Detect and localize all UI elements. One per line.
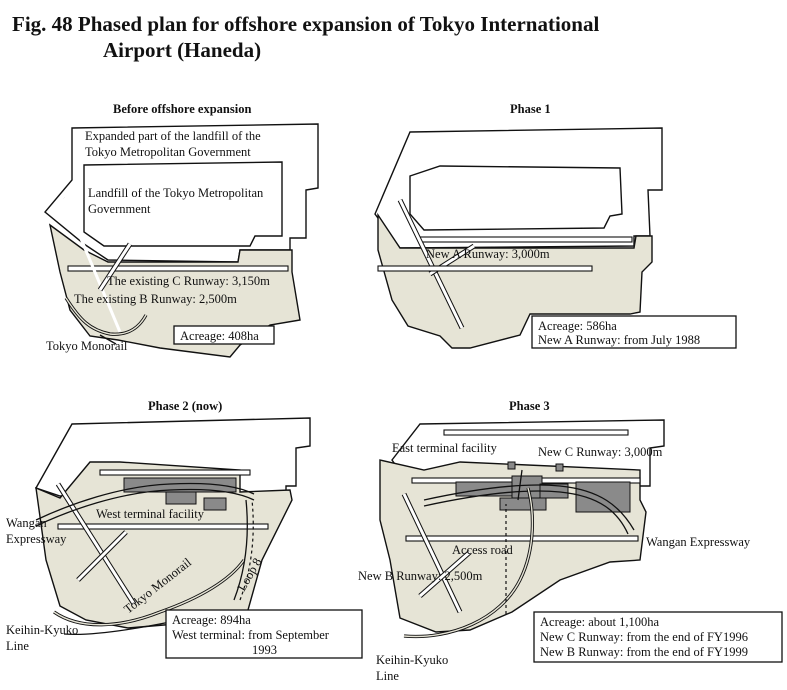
figure-title-line2: Airport (Haneda)	[103, 38, 262, 62]
west-terminal-building-side	[203, 497, 227, 511]
keihin-kyuko-line-phase2	[63, 621, 171, 636]
panel-before: Before offshore expansion Expanded part …	[44, 102, 319, 358]
terminal-lower-phase3	[499, 497, 547, 511]
facility-marker-2	[555, 463, 564, 472]
wangan-expressway-phase2	[35, 482, 255, 521]
label-wangan-phase3: Wangan Expressway	[646, 535, 751, 549]
label-runway-a-new: New A Runway: 3,000m	[426, 247, 550, 261]
runway-a-date: New A Runway: from July 1988	[538, 333, 700, 347]
label-access-road: Access road	[452, 543, 513, 557]
acreage-box-phase2	[165, 609, 363, 659]
label-wangan-l2: Expressway	[6, 532, 67, 546]
runway-c-long-phase1	[377, 265, 593, 272]
runway-b-phase2	[56, 483, 136, 605]
label-wangan-l1: Wangan	[6, 516, 47, 530]
panel-before-heading: Before offshore expansion	[113, 102, 251, 116]
runway-c-phase2	[57, 523, 269, 530]
label-keihin-l2-phase2: Line	[6, 639, 29, 653]
central-terminal-phase3	[511, 475, 543, 499]
label-runway-b-existing: The existing B Runway: 2,500m	[74, 292, 237, 306]
runway-c-existing	[67, 265, 289, 272]
acreage-phase2: Acreage: 894ha	[172, 613, 251, 627]
label-keihin-l1-phase3: Keihin-Kyuko	[376, 653, 448, 667]
label-west-terminal: West terminal facility	[96, 507, 205, 521]
runway-c-new	[443, 429, 629, 436]
figure-title-line1: Fig. 48 Phased plan for offshore expansi…	[12, 12, 600, 36]
label-landfill-l2: Government	[88, 202, 151, 216]
airport-land-before	[48, 223, 301, 358]
runway-a-new	[419, 236, 633, 243]
panel-phase1: Phase 1 New A Runway: 3,000m Acreage: 58…	[374, 102, 737, 349]
label-keihin-l2-phase3: Line	[376, 669, 399, 683]
acreage-box-phase1	[531, 315, 737, 349]
runway-b-date: New B Runway: from the end of FY1999	[540, 645, 748, 659]
acreage-box-phase3	[533, 611, 783, 663]
landfill-inner-phase1	[409, 165, 623, 231]
west-terminal-date-l1: West terminal: from September	[172, 628, 330, 642]
wangan-expressway-phase3	[423, 484, 635, 531]
loop8-phase2	[233, 499, 248, 601]
panel-phase2-heading: Phase 2 (now)	[148, 399, 222, 413]
panel-phase1-heading: Phase 1	[510, 102, 551, 116]
label-runway-c-new: New C Runway: 3,000m	[538, 445, 663, 459]
acreage-phase3: Acreage: about 1,100ha	[540, 615, 660, 629]
airport-land-phase1	[377, 212, 653, 349]
runway-b-cross-phase3	[402, 493, 462, 613]
panel-phase3: Phase 3 East terminal facility New C Run…	[358, 399, 783, 683]
west-terminal-date-l2: 1993	[252, 643, 277, 657]
landfill-tokyo-metro	[83, 161, 283, 247]
label-east-terminal: East terminal facility	[392, 441, 498, 455]
runway-b-phase1	[398, 199, 464, 329]
west-terminal-building-mid	[165, 491, 197, 505]
acreage-box-before	[173, 325, 275, 345]
acreage-before: Acreage: 408ha	[180, 329, 259, 343]
facility-marker-1	[507, 461, 516, 470]
panel-phase3-heading: Phase 3	[509, 399, 550, 413]
label-keihin-l1-phase2: Keihin-Kyuko	[6, 623, 78, 637]
runway-b-new	[405, 535, 639, 542]
runway-a-phase2	[99, 469, 251, 476]
label-runway-b-new: New B Runway: 2,500m	[358, 569, 483, 583]
panel-phase2: Phase 2 (now) West terminal facility Wan…	[6, 399, 363, 659]
label-expanded-landfill-l1: Expanded part of the landfill of the	[85, 129, 261, 143]
label-tokyo-monorail: Tokyo Monorail	[46, 339, 128, 353]
label-landfill-l1: Landfill of the Tokyo Metropolitan	[88, 186, 264, 200]
airport-land-phase2	[35, 461, 293, 629]
runway-c-date: New C Runway: from the end of FY1996	[540, 630, 748, 644]
label-runway-c-existing: The existing C Runway: 3,150m	[107, 274, 270, 288]
label-expanded-landfill-l2: Tokyo Metropolitan Government	[85, 145, 251, 159]
acreage-phase1: Acreage: 586ha	[538, 319, 617, 333]
